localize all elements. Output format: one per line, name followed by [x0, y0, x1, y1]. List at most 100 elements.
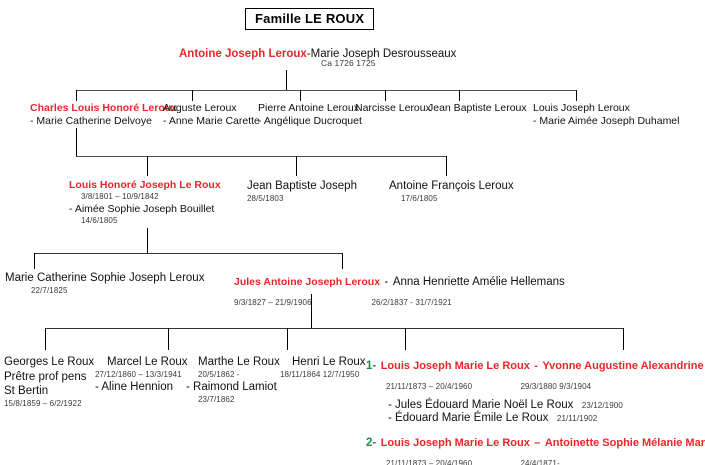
spouse-dates: 23/7/1862	[198, 394, 235, 404]
connector-stem-gen5-1	[45, 328, 46, 350]
connector-trunk-gen4	[311, 294, 312, 328]
marriage-marker-1: 1-	[366, 360, 377, 372]
person-name: Narcisse Leroux	[355, 102, 431, 114]
child-jules-edouard-marie-noel-le-roux: - Jules Édouard Marie Noël Le Roux 23/12…	[388, 394, 623, 414]
connector-bar-gen3	[76, 156, 446, 157]
person-antoine-francois-leroux: Antoine François Leroux 17/6/1805	[389, 179, 514, 204]
child-date: 21/11/1902	[556, 414, 598, 423]
person-louis-joseph-leroux: Louis Joseph Leroux - Marie Aimée Joseph…	[533, 102, 679, 129]
person-jean-baptiste-joseph: Jean Baptiste Joseph 28/5/1803	[247, 179, 357, 204]
spouse-dates: 14/6/1805	[81, 216, 118, 226]
connector-bar-gen2	[76, 90, 576, 91]
connector-stem-gen4-2	[342, 253, 343, 269]
wife-dates: 24/4/1871-	[520, 459, 560, 465]
person-dates: 28/5/1803	[247, 193, 284, 203]
connector-bar-gen4	[34, 253, 342, 254]
husband-dates: 21/11/1873 – 20/4/1960	[386, 382, 473, 392]
person-name: Jean Baptiste Joseph	[247, 180, 357, 192]
person-name: Marthe Le Roux	[198, 356, 280, 368]
person-location: St Bertin	[4, 385, 49, 398]
page-title: Famille LE ROUX	[245, 8, 375, 30]
person-dates: 18/11/1864 12/7/1950	[280, 369, 360, 379]
connector-trunk-gen3	[147, 228, 148, 253]
person-name: Georges Le Roux	[4, 356, 95, 368]
person-name: Antoine Joseph Leroux	[179, 48, 307, 60]
generation1-dates: Ca 1726 1725	[321, 58, 376, 68]
person-name: Auguste Leroux	[163, 102, 237, 114]
spouse-name: - Aline Hennion	[95, 380, 173, 393]
person-louis-honore-joseph-le-roux: Louis Honoré Joseph Le Roux 3/8/1801 – 1…	[69, 179, 221, 226]
person-occupation: Prêtre prof pens	[4, 370, 87, 383]
person-name: Jules Antoine Joseph Leroux	[234, 276, 381, 288]
connector-stem-gen5-2	[168, 328, 169, 350]
connector-stem-gen2-4	[385, 90, 386, 101]
connector-stem-gen3-3	[446, 156, 447, 176]
connector-trunk-gen1	[286, 70, 287, 91]
spouse-name: Anna Henriette Amélie Hellemans	[392, 276, 565, 288]
couple-separator: -	[306, 48, 311, 60]
person-pierre-antoine-leroux: Pierre Antoine Leroux - Angélique Ducroq…	[258, 102, 362, 129]
marriage-marker-2: 2-	[366, 437, 377, 449]
spouse-name: - Marie Aimée Joseph Duhamel	[533, 115, 680, 128]
child-edouard-marie-emile-le-roux: - Édouard Marie Émile Le Roux 21/11/1902	[388, 407, 597, 427]
person-charles-louis-honore-leroux: Charles Louis Honoré Leroux - Marie Cath…	[30, 102, 177, 129]
person-name: Marie Catherine Sophie Joseph Leroux	[5, 272, 205, 284]
spouse-name: Marie Joseph Desrousseaux	[310, 48, 457, 60]
person-dates: 17/6/1805	[401, 193, 438, 203]
connector-stem-gen3-1	[147, 156, 148, 176]
person-jules-antoine-joseph-leroux: Jules Antoine Joseph Leroux - Anna Henri…	[234, 271, 565, 312]
wife-name: Antoinette Sophie Mélanie Martel	[544, 437, 705, 449]
spouse-name: - Marie Catherine Delvoye	[30, 115, 152, 128]
husband-dates: 21/11/1873 – 20/4/1960	[386, 459, 473, 465]
person-name: Pierre Antoine Leroux	[258, 102, 359, 114]
person-marthe-le-roux: Marthe Le Roux 20/5/1862 - - Raimond Lam…	[186, 355, 280, 405]
child-name: - Jules Édouard Marie Noël Le Roux	[388, 399, 574, 411]
connector-stem-gen5-4	[405, 328, 406, 350]
connector-stem-gen2-2	[192, 90, 193, 101]
person-name: Marcel Le Roux	[107, 356, 188, 368]
connector-stem-gen3-2	[296, 156, 297, 176]
connector-stem-gen4-1	[34, 253, 35, 269]
connector-stem-gen2-3	[300, 90, 301, 101]
spouse-name: - Aimée Sophie Joseph Bouillet	[69, 202, 215, 215]
person-narcisse-leroux: Narcisse Leroux	[355, 102, 431, 115]
husband-name: Louis Joseph Marie Le Roux	[380, 437, 530, 449]
couple-separator: -	[534, 360, 538, 372]
spouse-name: - Angélique Ducroquet	[258, 115, 362, 128]
connector-stem-gen5-3	[287, 328, 288, 350]
person-name: Louis Honoré Joseph Le Roux	[69, 179, 221, 191]
child-name: - Édouard Marie Émile Le Roux	[388, 412, 549, 424]
person-name: Charles Louis Honoré Leroux	[30, 102, 178, 114]
person-name: Jean Baptiste Leroux	[428, 102, 527, 114]
connector-bar-gen5	[45, 328, 623, 329]
connector-stem-gen2-6	[576, 90, 577, 101]
child-date: 23/12/1900	[581, 401, 623, 410]
husband-name: Louis Joseph Marie Le Roux	[380, 360, 530, 372]
marriage-block-2: 2- Louis Joseph Marie Le Roux – Antoinet…	[366, 432, 705, 465]
person-dates: 9/3/1827 – 21/9/1906	[234, 298, 312, 308]
connector-stem-gen2-5	[459, 90, 460, 101]
person-dates: 15/8/1859 – 6/2/1922	[4, 399, 82, 409]
wife-name: Yvonne Augustine Alexandrine Lefebvre	[542, 360, 705, 372]
connector-stem-gen2-1	[76, 90, 77, 101]
person-name: Louis Joseph Leroux	[533, 102, 630, 114]
couple-separator: –	[534, 437, 541, 449]
person-antoine-joseph-leroux: Antoine Joseph Leroux-Marie Joseph Desro…	[179, 43, 456, 63]
person-dates: 22/7/1825	[31, 285, 68, 295]
marriage-block-1: 1- Louis Joseph Marie Le Roux - Yvonne A…	[366, 355, 705, 396]
person-dates: 20/5/1862 -	[198, 369, 240, 379]
connector-stem-gen5-5	[623, 328, 624, 350]
couple-separator: -	[384, 276, 389, 288]
person-georges-le-roux: Georges Le Roux Prêtre prof pens St Bert…	[4, 355, 94, 409]
connector-trunk-gen2	[76, 128, 77, 156]
person-name: Henri Le Roux	[292, 356, 366, 368]
person-marie-catherine-sophie-joseph-leroux: Marie Catherine Sophie Joseph Leroux 22/…	[5, 271, 204, 296]
person-henri-le-roux: Henri Le Roux 18/11/1864 12/7/1950	[280, 355, 366, 380]
person-dates: 27/12/1860 – 13/3/1941	[95, 369, 182, 379]
wife-dates: 29/3/1880 9/3/1904	[520, 382, 592, 392]
person-auguste-leroux: Auguste Leroux - Anne Marie Carette	[163, 102, 260, 129]
person-name: Antoine François Leroux	[389, 180, 514, 192]
spouse-name: - Raimond Lamiot	[186, 380, 277, 393]
person-dates: 3/8/1801 – 10/9/1842	[81, 192, 159, 202]
